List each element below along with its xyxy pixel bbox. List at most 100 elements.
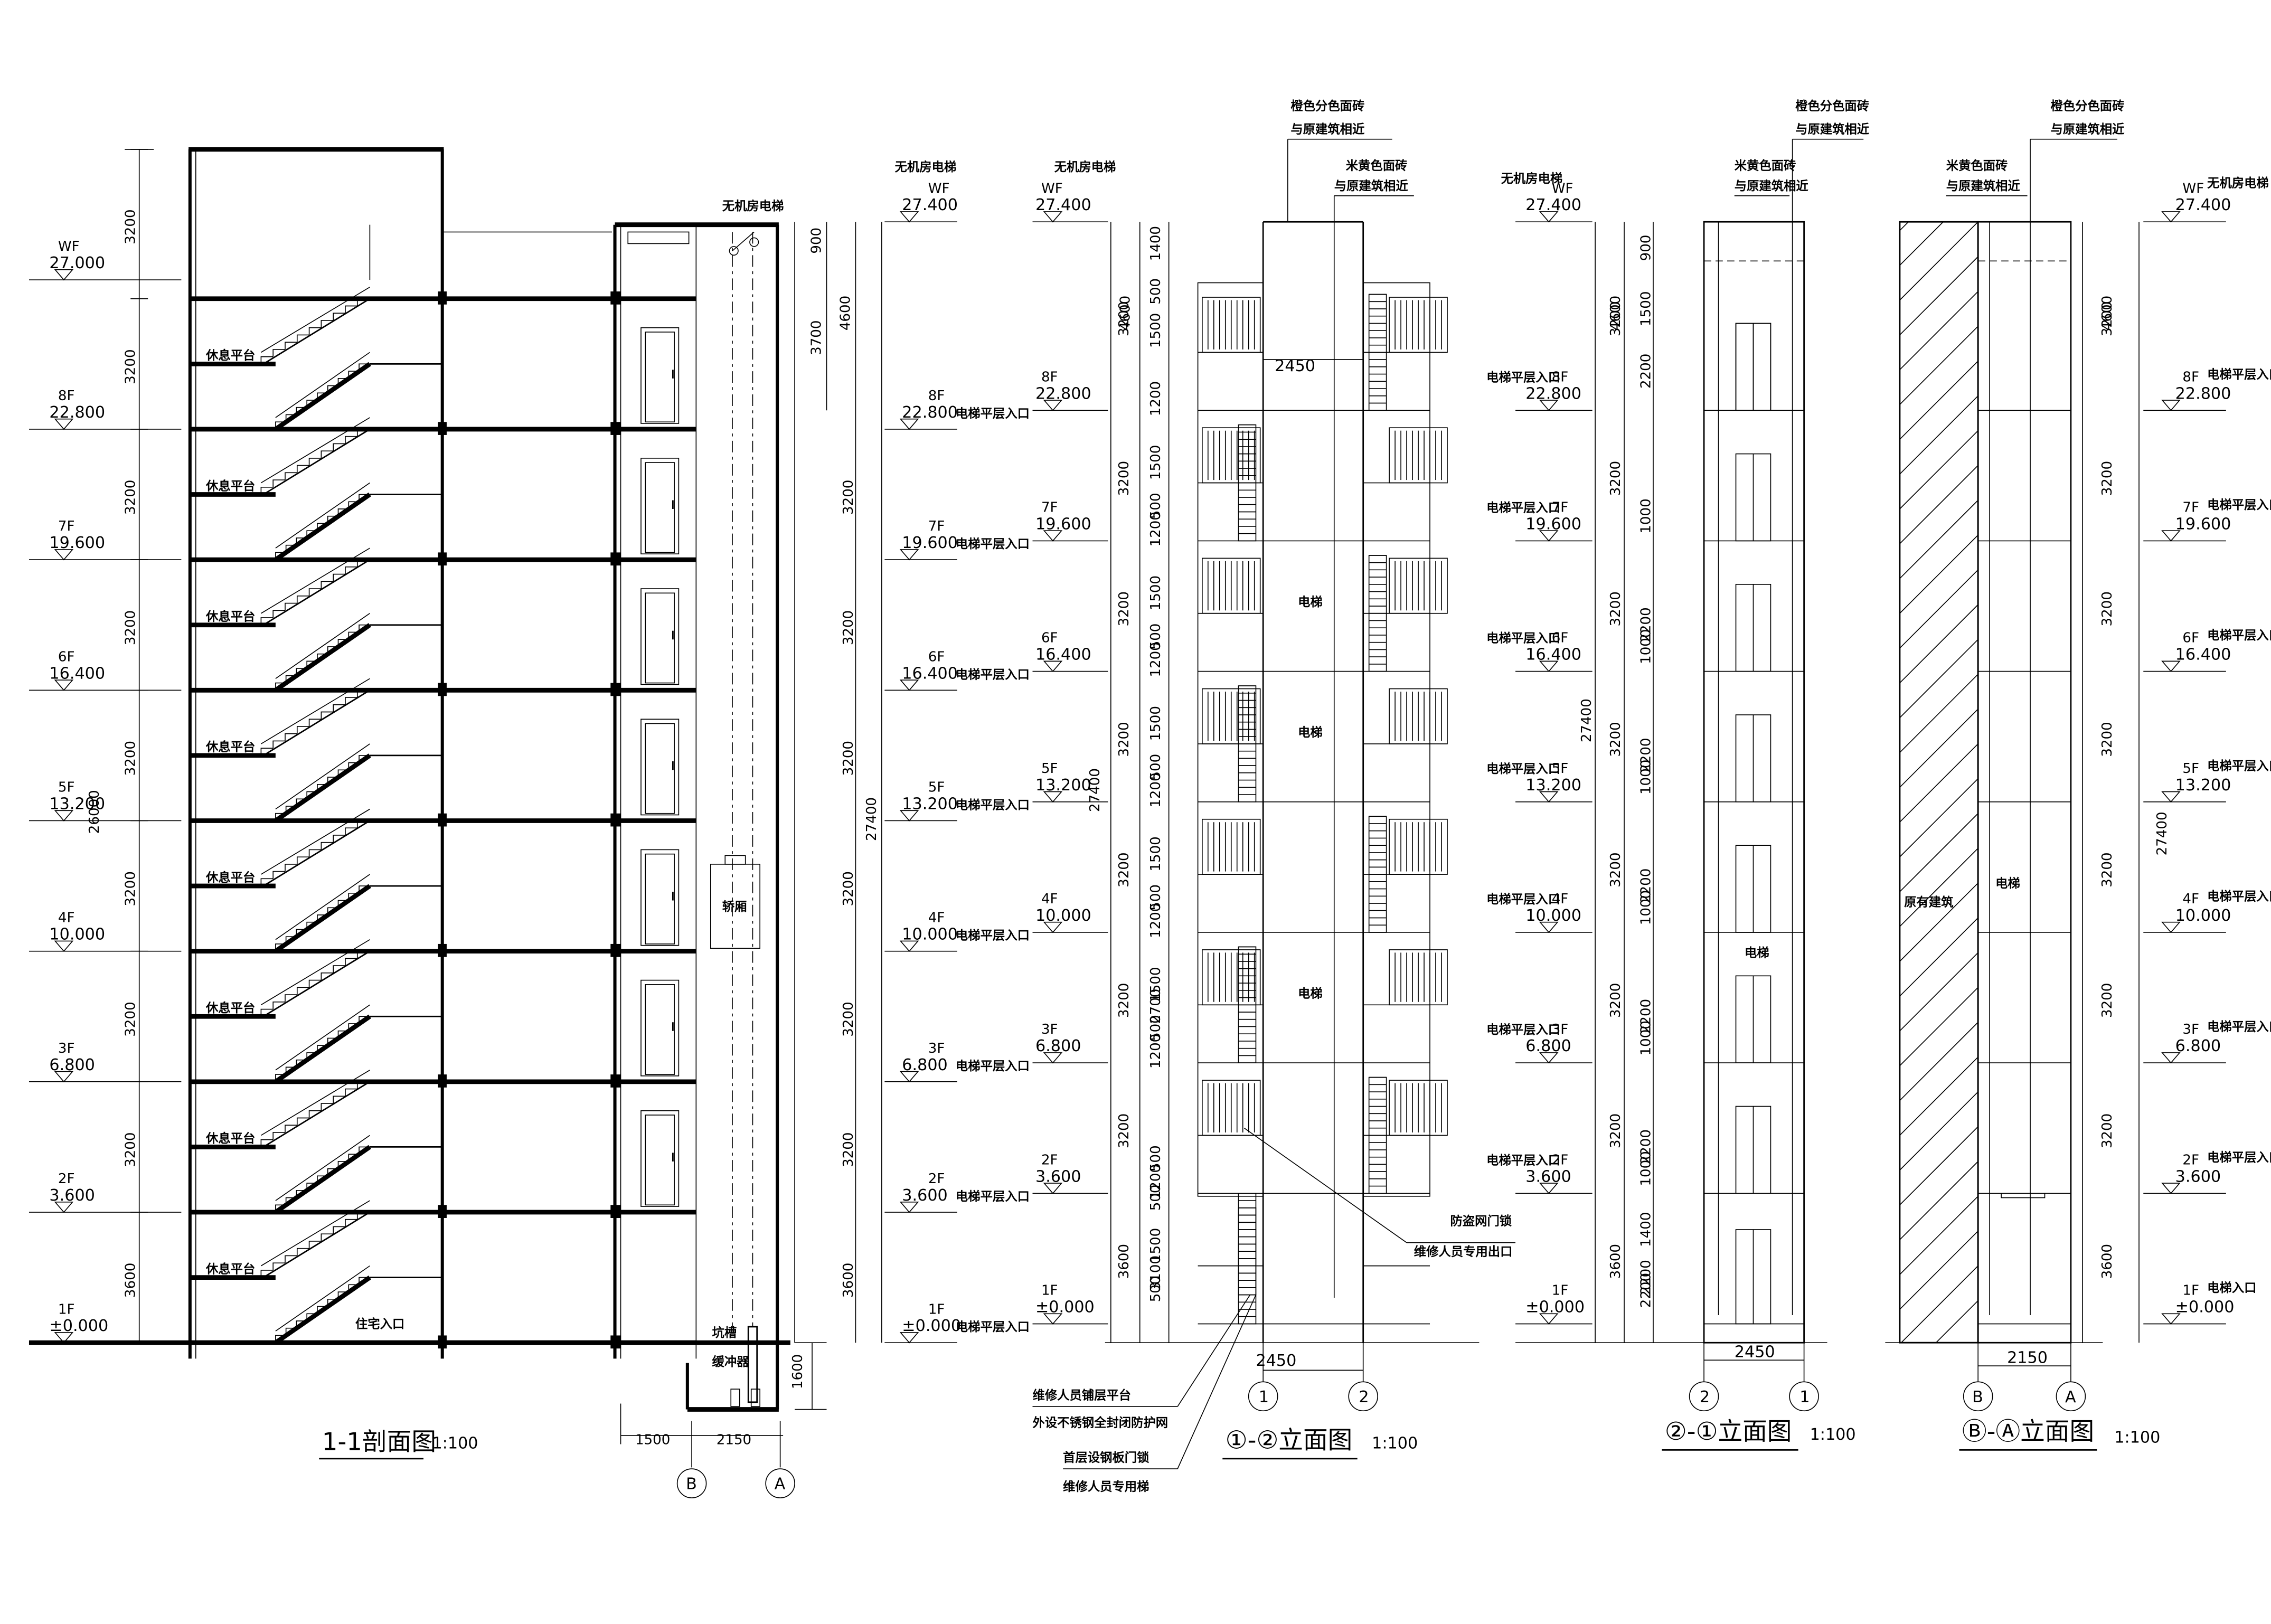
dim-27400: 27400 [1087,768,1103,812]
step [321,1103,334,1111]
hatch [1899,778,1978,857]
elevation-1-2-title: ①-②立面图 [1226,1427,1353,1455]
elevation-b-a-title: Ⓑ-Ⓐ立面图 [1962,1418,2094,1446]
step [345,436,357,444]
step [356,298,370,306]
stair-flight [274,1275,371,1345]
step [275,813,286,821]
color-note-beige: 米黄色面砖 [1346,158,1408,173]
step [296,1059,307,1068]
step [345,827,357,835]
sub-dim: 500 [1148,1015,1164,1041]
storey-height-dim: 3600 [841,1263,856,1298]
stair-flight-return [260,1081,442,1149]
level-marker [2161,400,2181,411]
dim-3700: 3700 [809,320,825,355]
elevation-2-1-scale: 1:100 [1810,1425,1856,1444]
section-title: 1-1剖面图 [322,1428,436,1456]
floor-id: 3F [1552,1022,1569,1037]
step [308,1110,322,1118]
beam [438,552,447,566]
color-note-match-2: 与原建筑相近 [1735,178,1809,193]
floor-elevation: 13.200 [1525,776,1581,795]
step [348,1154,360,1162]
rest-platform-label: 休息平台 [205,740,255,754]
step [275,1335,286,1343]
step [321,581,334,589]
step [285,806,297,814]
dim-3100: 3100 [1148,1255,1164,1290]
elevation-1-2-structure [1032,138,1516,1469]
level-marker [899,1332,919,1344]
handrail [260,547,370,614]
floor-elevation: 16.400 [2175,646,2231,664]
hatch [1899,1056,1978,1136]
color-note-match: 与原建筑相近 [1795,122,1870,137]
color-note-beige: 米黄色面砖 [1946,158,2008,173]
level-marker [899,1201,919,1213]
left-grille-window [1202,297,1261,353]
right-grille-window [1389,558,1448,614]
dim-4600: 4600 [1118,296,1134,331]
sub-dim: 1200 [1148,642,1164,677]
level-marker [1043,921,1063,933]
stair-flight [274,1014,371,1084]
storey-height-dim: 3200 [1116,1113,1132,1148]
stair-flight-return [260,690,442,758]
level-marker [899,549,919,561]
hatch [1899,639,1978,719]
floor-elevation: 22.800 [49,403,105,422]
floor-id: 3F [2182,1022,2199,1037]
step [296,929,307,937]
buffer-post [747,1326,758,1403]
sub-dim: 1500 [1148,1228,1164,1263]
floor-id: 6F [2182,630,2199,646]
storey-height-dim: 3200 [841,480,856,515]
step [296,407,307,415]
step [308,979,322,988]
sub-dim: 2200 [1638,738,1654,772]
landing-entrance: 电梯平层入口 [1486,761,1560,776]
step [285,602,297,611]
floor-id: 7F [928,518,945,534]
storey-height-dim: 3200 [2099,301,2115,336]
sub-dim: 1000 [1638,760,1654,795]
right-grille-window [1389,688,1448,744]
leader [1177,1295,1257,1469]
floor-id: 5F [928,780,945,796]
storey-height-dim: 3200 [841,1132,856,1167]
dim-1500: 1500 [635,1432,670,1448]
level-marker [54,269,74,281]
floor-id: 8F [1041,369,1058,385]
floor-elevation: ±0.000 [49,1317,108,1335]
car-top [724,855,746,865]
sub-dim: 1000 [1638,1151,1654,1186]
buffer-base [730,1389,740,1407]
floor-elevation: 6.800 [1035,1037,1081,1055]
sub-dim: 1200 [1148,1034,1164,1069]
step [285,994,297,1002]
step [285,733,297,741]
step [337,1161,349,1169]
hatch [1899,604,1978,684]
sub-dim: 500 [1148,884,1164,911]
rest-platform-label: 休息平台 [205,1131,255,1146]
beam [610,1074,621,1088]
left-grille-window [1202,818,1261,875]
step [306,1052,317,1060]
step [306,1313,317,1321]
storey-height-dim: 3200 [122,610,138,645]
step [306,921,317,930]
landing-entrance: 电梯平层入口 [2207,758,2271,773]
step [296,465,309,473]
elevation-1-2-scale: 1:100 [1372,1434,1418,1453]
hatch [1899,709,1978,788]
storey-height-dim: 3200 [841,741,856,776]
sub-dim: 2200 [1638,999,1654,1034]
step [296,668,307,676]
step [333,1096,345,1104]
color-note-match: 与原建筑相近 [2050,122,2125,137]
storey-height-dim: 3200 [122,741,138,776]
step [296,1117,309,1126]
step [306,791,317,799]
